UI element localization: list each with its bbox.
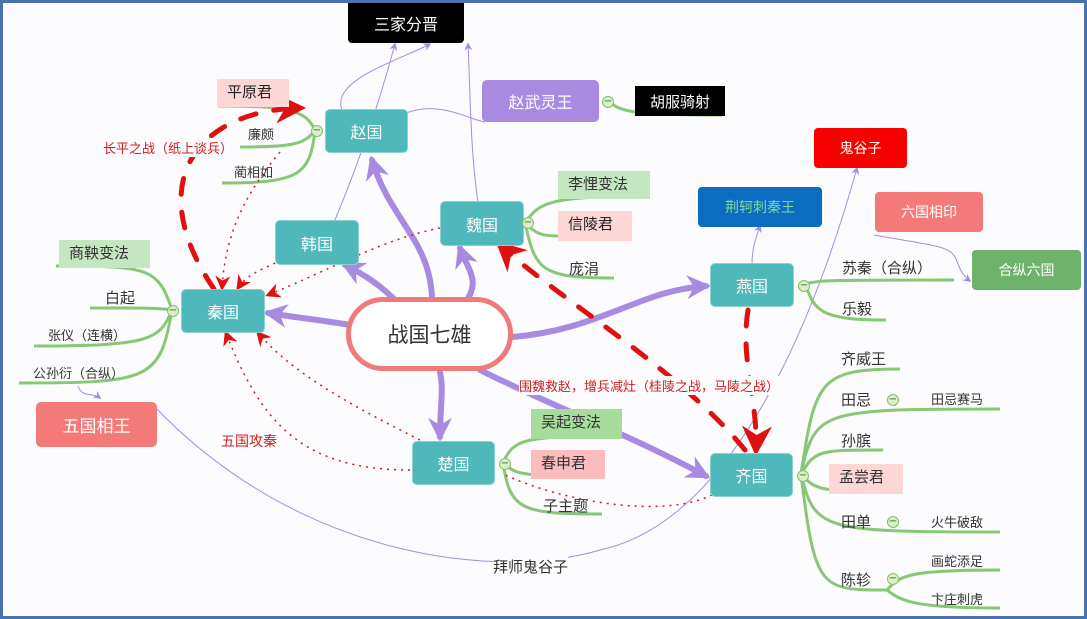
link-wei-sanjia: [464, 42, 479, 203]
topic-xinlingjun[interactable]: 信陵君: [558, 211, 632, 241]
country-han[interactable]: 韩国: [275, 220, 359, 265]
event-sanjia-fenjin[interactable]: 三家分晋: [348, 3, 464, 43]
event-wuguo-xiangwang[interactable]: 五国相王: [36, 402, 157, 447]
topic-wuqi-bianfa[interactable]: 吴起变法: [531, 409, 622, 439]
arrow-center-to-zhao: [366, 155, 435, 301]
country-zhao[interactable]: 赵国: [325, 109, 408, 153]
topic-mengchangjun[interactable]: 孟尝君: [829, 464, 903, 494]
relation-label-weiwei-jiuzhao[interactable]: 围魏救赵，增兵减灶（桂陵之战，马陵之战）: [519, 376, 780, 395]
arrow-center-to-yan: [509, 275, 711, 340]
topic-pangjuan[interactable]: 庞涓: [569, 260, 600, 278]
topic-chunshenjun[interactable]: 春申君: [531, 450, 605, 479]
topic-qiweiwang[interactable]: 齐威王: [841, 350, 887, 368]
relation-label-baishi-guiguzi[interactable]: 拜师鬼谷子: [493, 556, 569, 577]
country-qin[interactable]: 秦国: [181, 289, 265, 333]
event-zhaowuling[interactable]: 赵武灵王: [482, 80, 599, 122]
collapse-toggle-tiandan[interactable]: −: [887, 516, 899, 528]
collapse-toggle-tianji[interactable]: −: [887, 394, 899, 406]
arrow-changping: [178, 93, 306, 292]
collapse-toggle-chenzhen[interactable]: −: [887, 573, 899, 585]
topic-lianpo[interactable]: 廉颇: [248, 128, 275, 143]
link-gongsunyan-wuguo: [77, 385, 102, 399]
dotted-wei-qin: [265, 227, 441, 298]
topic-gongsunyan[interactable]: 公孙衍（合纵）: [33, 367, 125, 382]
link-yan-jingke: [751, 224, 762, 265]
relation-label-wuguo-gongqin[interactable]: 五国攻秦: [221, 431, 277, 451]
collapse-toggle-qin[interactable]: −: [167, 305, 179, 317]
topic-likui-bianfa[interactable]: 李悝变法: [558, 171, 650, 199]
arrow-weiwei-jiuzhao: [495, 240, 748, 453]
topic-yueyi[interactable]: 乐毅: [842, 300, 873, 318]
collapse-toggle-qi[interactable]: −: [797, 470, 809, 482]
country-qi[interactable]: 齐国: [710, 453, 793, 497]
collapse-toggle-zhaowuling[interactable]: −: [602, 96, 614, 108]
collapse-toggle-wei[interactable]: −: [522, 217, 534, 229]
topic-tianji[interactable]: 田忌: [841, 391, 872, 409]
topic-linxiangru[interactable]: 蔺相如: [234, 166, 274, 181]
central-topic[interactable]: 战国七雄: [346, 297, 513, 371]
topic-bianzhuang-cihu[interactable]: 卞庄刺虎: [931, 593, 984, 608]
event-hufu-qishe[interactable]: 胡服骑射: [635, 86, 725, 116]
topic-sunbin[interactable]: 孙膑: [841, 432, 872, 450]
country-chu[interactable]: 楚国: [412, 441, 495, 485]
topic-pingyuanjun[interactable]: 平原君: [217, 79, 289, 107]
topic-zizhuti[interactable]: 子主题: [543, 497, 589, 515]
link-suqin-hezong: [873, 234, 972, 282]
country-wei[interactable]: 魏国: [440, 201, 524, 246]
topic-tiandan[interactable]: 田单: [841, 513, 872, 531]
dotted-zhao-qin: [215, 151, 281, 291]
link-zhao-sanjia: [340, 43, 432, 111]
event-jingke[interactable]: 荆轲刺秦王: [698, 187, 822, 227]
topic-huashe-tianzu[interactable]: 画蛇添足: [931, 555, 984, 570]
topic-shangyang-bianfa[interactable]: 商鞅变法: [59, 240, 150, 268]
topic-suqin[interactable]: 苏秦（合纵）: [842, 259, 933, 277]
country-yan[interactable]: 燕国: [710, 263, 794, 307]
event-guiguzi[interactable]: 鬼谷子: [814, 128, 907, 168]
event-liuguo-xiangyin[interactable]: 六国相印: [875, 192, 983, 232]
arrow-center-to-wei: [455, 243, 478, 303]
topic-huoniu-podi[interactable]: 火牛破敌: [931, 516, 984, 531]
collapse-toggle-chu[interactable]: −: [499, 458, 511, 470]
relation-label-changping[interactable]: 长平之战（纸上谈兵）: [103, 138, 234, 157]
topic-zhangyi[interactable]: 张仪（连横）: [48, 329, 127, 344]
dotted-qi-chu: [504, 474, 713, 508]
arrow-center-to-qin: [263, 304, 353, 328]
collapse-toggle-yan[interactable]: −: [798, 280, 810, 292]
topic-baiqi[interactable]: 白起: [105, 289, 136, 307]
arrow-center-to-chu: [428, 369, 453, 442]
topic-tianji-saima[interactable]: 田忌赛马: [931, 393, 984, 408]
dotted-chu-qin-2: [256, 330, 421, 441]
topic-chenzhen[interactable]: 陈轸: [841, 571, 872, 589]
arrow-center-to-han: [340, 262, 398, 303]
link-zhao-zhaowuling: [405, 108, 486, 123]
collapse-toggle-zhao[interactable]: −: [311, 125, 323, 137]
dotted-han-qin: [236, 249, 301, 291]
event-hezong-liuguo[interactable]: 合纵六国: [972, 250, 1081, 290]
link-baishi-guiguzi: [152, 166, 860, 563]
